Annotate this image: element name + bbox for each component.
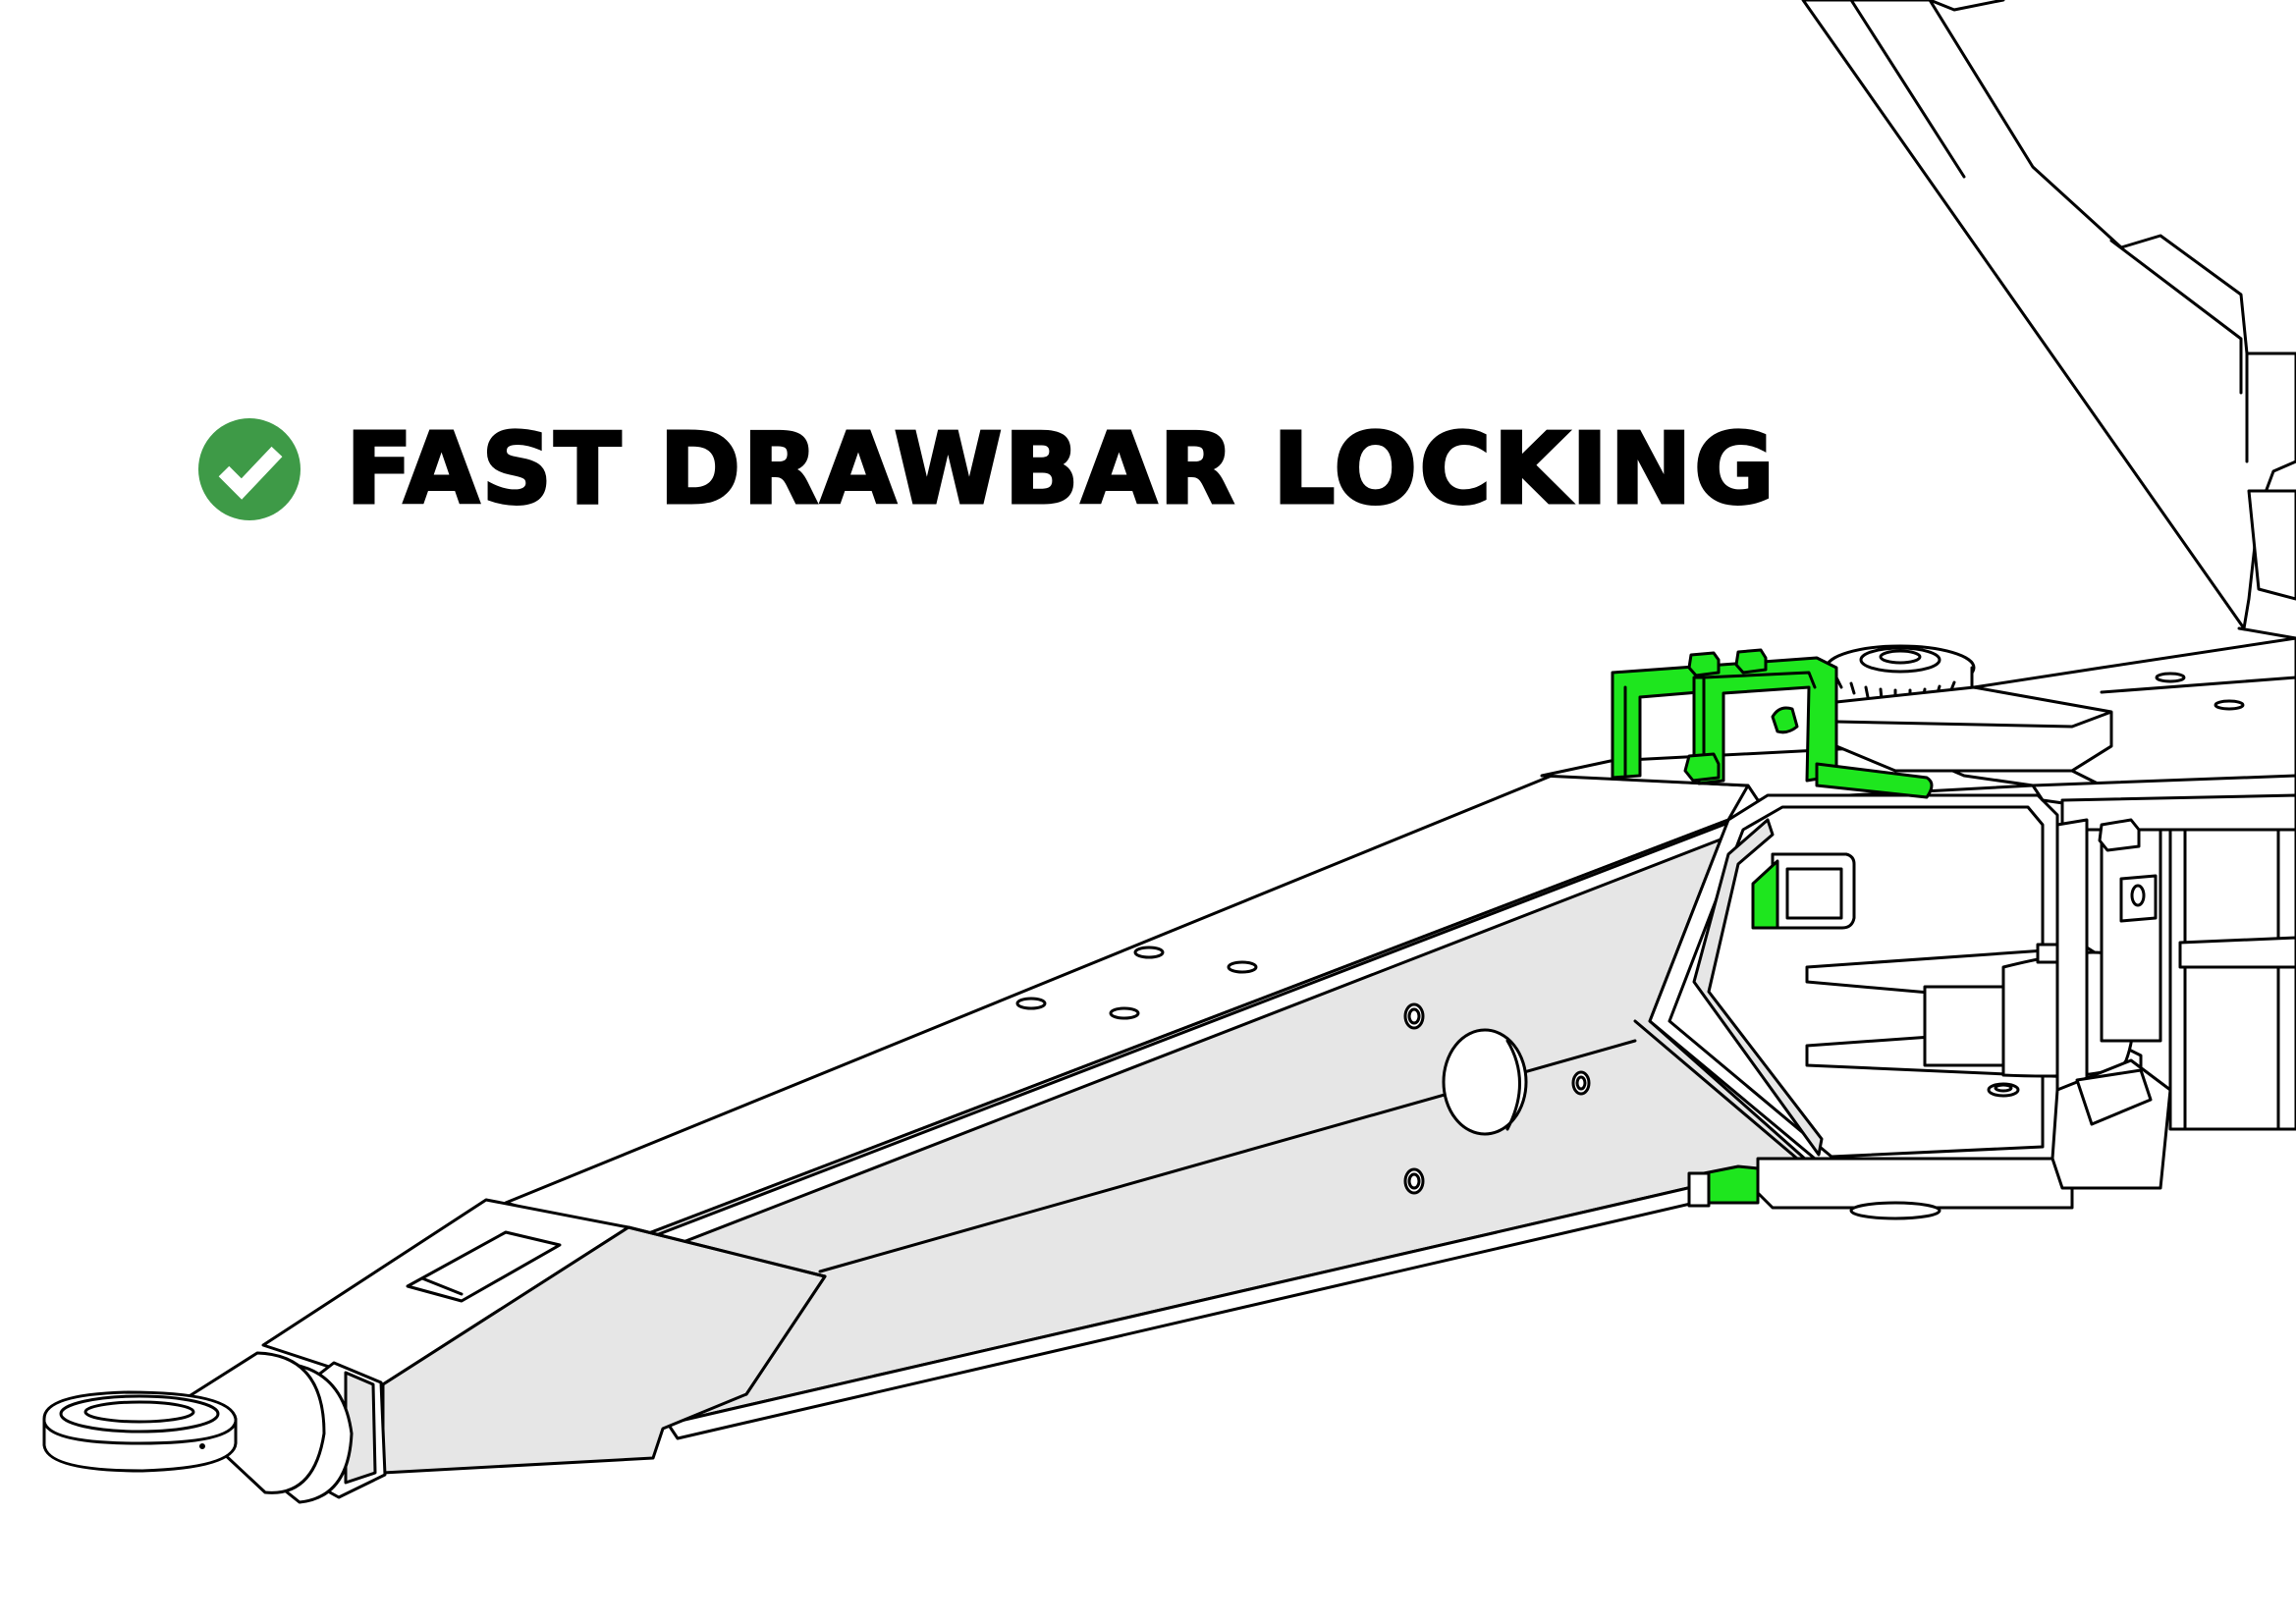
upper-frame-arm	[1801, 0, 2296, 640]
drawbar-front-end	[42, 1198, 827, 1504]
lower-latch	[1702, 1164, 1760, 1205]
headline-text: FAST DRAWBAR LOCKING	[345, 411, 1777, 526]
hinge-assembly	[1540, 636, 2296, 1220]
headline: FAST DRAWBAR LOCKING	[196, 410, 1777, 528]
locking-pin	[1815, 762, 1934, 799]
drawbar-beam	[504, 774, 1824, 1440]
locking-bracket	[1611, 656, 1838, 785]
check-circle-icon	[196, 416, 302, 522]
locking-mechanism	[1611, 648, 1934, 1208]
side-latch	[1751, 859, 1779, 930]
